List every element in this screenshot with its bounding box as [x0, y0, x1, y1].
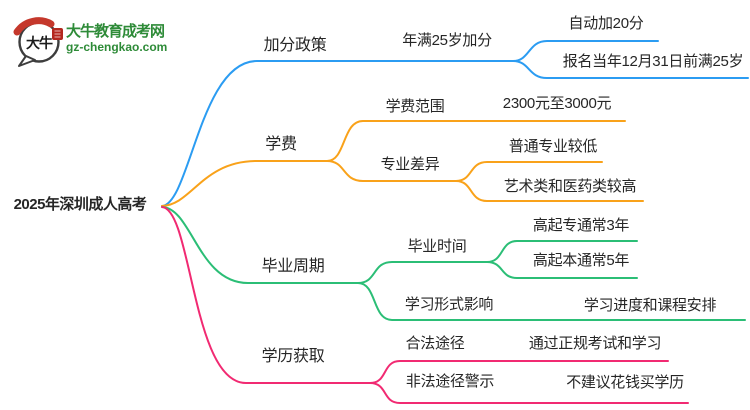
logo-bubble-icon — [13, 17, 63, 67]
site-logo: 大牛 大牛教育成考网 gz-chengkao.com — [0, 0, 240, 70]
branch-lines-diploma — [161, 206, 689, 404]
node-illegal-route-warning: 非法途径警示 — [405, 373, 495, 390]
root-node: 2025年深圳成人高考 — [13, 196, 147, 213]
leaf-art-medical-higher: 艺术类和医药类较高 — [503, 178, 637, 195]
branch-lines-graduation — [161, 206, 746, 321]
node-study-format-impact: 学习形式影响 — [404, 296, 494, 313]
branch-lines-tuition — [161, 120, 644, 207]
logo-bubble-text: 大牛 — [26, 35, 53, 51]
site-domain: gz-chengkao.com — [66, 40, 168, 54]
branch-tuition: 学费 — [265, 136, 297, 153]
leaf-progress-scheduling: 学习进度和课程安排 — [583, 297, 717, 314]
site-name: 大牛教育成考网 — [66, 23, 165, 40]
leaf-college-3-years: 高起专通常3年 — [532, 217, 630, 234]
node-age25-bonus: 年满25岁加分 — [402, 32, 492, 49]
node-graduation-time: 毕业时间 — [407, 238, 467, 255]
leaf-dont-buy-diploma: 不建议花钱买学历 — [566, 374, 684, 391]
branch-graduation-cycle: 毕业周期 — [261, 258, 325, 275]
leaf-regular-exams-study: 通过正规考试和学习 — [528, 335, 662, 352]
node-tuition-range: 学费范围 — [385, 98, 445, 115]
leaf-age-deadline: 报名当年12月31日前满25岁 — [562, 53, 744, 70]
logo-red-arc — [13, 17, 55, 36]
branch-bonus-policy: 加分政策 — [263, 37, 327, 54]
leaf-ordinary-majors-lower: 普通专业较低 — [508, 138, 598, 155]
node-major-difference: 专业差异 — [380, 156, 440, 173]
branch-lines-bonus-policy — [161, 40, 749, 207]
leaf-bachelor-5-years: 高起本通常5年 — [532, 252, 630, 269]
leaf-auto-add-20: 自动加20分 — [568, 15, 644, 32]
leaf-tuition-amount: 2300元至3000元 — [502, 95, 612, 112]
branch-diploma-acquisition: 学历获取 — [261, 348, 325, 365]
node-legal-route: 合法途径 — [405, 335, 465, 352]
